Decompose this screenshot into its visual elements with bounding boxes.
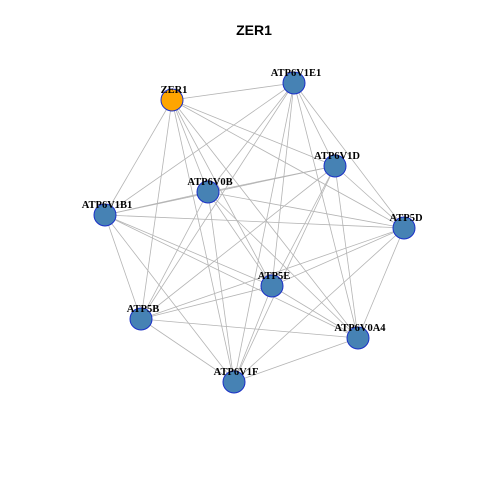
node-atp5b[interactable] (129, 307, 153, 331)
edge-atp6v0b-atp5d (207, 191, 405, 229)
node-atp6v0a4[interactable] (346, 326, 370, 350)
edge-atp6v1b1-atp6v0a4 (104, 214, 359, 339)
edge-atp6v0b-atp6v1f (207, 191, 235, 383)
edge-atp6v1b1-atp5d (104, 214, 405, 229)
node-atp6v1e1[interactable] (282, 71, 306, 95)
edge-atp6v0b-atp6v0a4 (207, 191, 359, 339)
node-atp6v1b1[interactable] (93, 203, 117, 227)
edge-atp6v1d-atp5e (271, 165, 336, 287)
edge-zer1-atp6v0b (171, 99, 209, 193)
edge-atp6v1e1-atp6v1d (293, 82, 336, 167)
node-atp6v0b[interactable] (196, 180, 220, 204)
node-label-atp6v1d: ATP6V1D (314, 151, 360, 162)
node-atp6v1d[interactable] (323, 154, 347, 178)
edge-zer1-atp6v0a4 (171, 99, 359, 339)
edge-zer1-atp5d (171, 99, 405, 229)
edge-atp6v1d-atp6v1f (233, 165, 336, 383)
node-zer1[interactable] (160, 88, 184, 112)
edge-atp6v1d-atp6v0a4 (334, 165, 359, 339)
edge-layer (104, 82, 405, 383)
node-label-zer1: ZER1 (161, 85, 188, 96)
edge-atp6v1d-atp5b (140, 165, 336, 320)
node-label-atp6v0a4: ATP6V0A4 (334, 323, 386, 334)
edge-atp6v0a4-atp6v1f (233, 337, 359, 383)
node-label-atp5d: ATP5D (389, 213, 422, 224)
node-layer (93, 71, 416, 394)
node-label-atp6v1e1: ATP6V1E1 (271, 68, 322, 79)
edge-atp6v0b-atp5b (140, 191, 209, 320)
edge-atp6v1b1-atp6v1f (104, 214, 235, 383)
edge-atp5e-atp5b (140, 285, 273, 320)
edge-atp6v1e1-atp6v0b (207, 82, 295, 193)
edge-atp6v1e1-atp5d (293, 82, 405, 229)
edge-atp5d-atp5b (140, 227, 405, 320)
edge-atp6v1e1-atp6v1f (233, 82, 295, 383)
node-label-atp6v0b: ATP6V0B (187, 177, 232, 188)
edge-atp5b-atp6v1f (140, 318, 235, 383)
edge-atp5d-atp6v0a4 (357, 227, 405, 339)
edge-atp6v1b1-atp5e (104, 214, 273, 287)
node-label-atp5e: ATP5E (258, 271, 290, 282)
edge-atp6v1e1-atp5e (271, 82, 295, 287)
edge-atp6v1d-atp5d (334, 165, 405, 229)
edge-atp5d-atp6v1f (233, 227, 405, 383)
edge-zer1-atp5e (171, 99, 273, 287)
edge-atp6v1e1-atp6v0a4 (293, 82, 359, 339)
edge-zer1-atp6v1d (171, 99, 336, 167)
edge-atp5e-atp6v1f (233, 285, 273, 383)
edge-atp5b-atp6v0a4 (140, 318, 359, 339)
edge-atp5d-atp5e (271, 227, 405, 287)
node-label-atp6v1b1: ATP6V1B1 (82, 200, 133, 211)
node-label-atp5b: ATP5B (127, 304, 159, 315)
edge-atp6v0b-atp6v1b1 (104, 191, 209, 216)
edge-zer1-atp6v1e1 (171, 82, 295, 101)
edge-atp6v1e1-atp6v1b1 (104, 82, 295, 216)
edge-atp5e-atp6v0a4 (271, 285, 359, 339)
edge-atp6v1b1-atp5b (104, 214, 142, 320)
edge-zer1-atp6v1f (171, 99, 235, 383)
node-atp6v1f[interactable] (222, 370, 246, 394)
edge-atp6v0b-atp5e (207, 191, 273, 287)
node-label-atp6v1f: ATP6V1F (214, 367, 259, 378)
node-atp5d[interactable] (392, 216, 416, 240)
edge-zer1-atp6v1b1 (104, 99, 173, 216)
node-atp5e[interactable] (260, 274, 284, 298)
edge-zer1-atp5b (140, 99, 173, 320)
diagram-title: ZER1 (236, 22, 272, 38)
